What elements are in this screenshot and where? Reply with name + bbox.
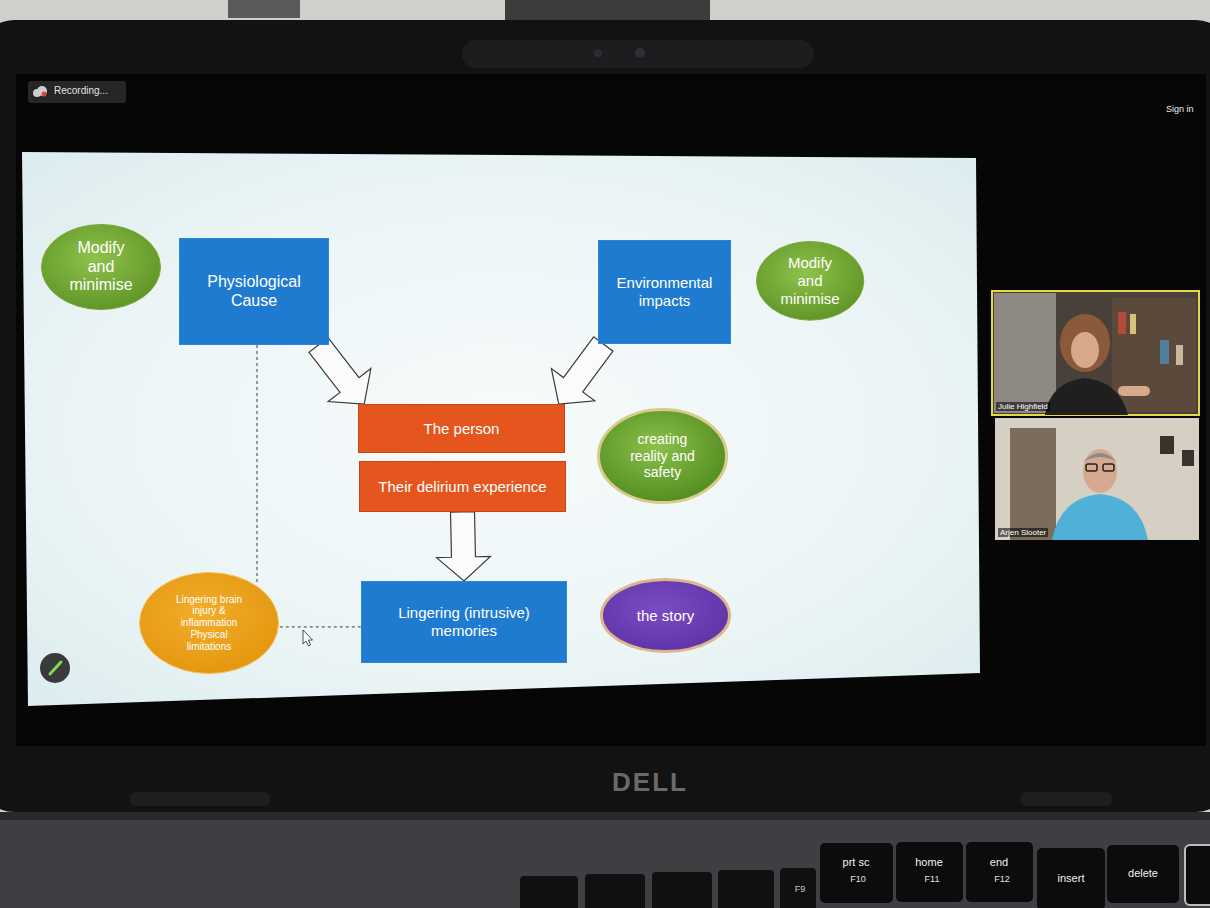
picture-frame	[1160, 436, 1174, 454]
participant-name: Julie Highfield	[996, 402, 1050, 411]
key	[780, 868, 816, 908]
brand-logo: DELL	[612, 768, 688, 798]
book	[1160, 340, 1169, 364]
ellipse-node: Lingering brain injury & inflammation Ph…	[138, 571, 280, 675]
person-face	[1083, 449, 1117, 493]
node-text: the story	[637, 607, 695, 625]
ellipse-node: Modify and minimise	[40, 223, 162, 311]
ellipse-outline	[140, 573, 279, 674]
person	[1052, 494, 1148, 540]
ellipse-node: the story	[600, 578, 731, 653]
camera-sensor	[594, 49, 602, 57]
slide	[22, 152, 980, 706]
key-label: F9	[795, 884, 806, 894]
glasses	[1103, 464, 1114, 471]
sign-in-link: Sign in	[1166, 104, 1194, 114]
ellipse-node: Modify and minimise	[755, 240, 865, 322]
picture-frame	[1182, 450, 1194, 466]
key	[820, 843, 893, 903]
camera-lens	[635, 48, 645, 58]
key	[966, 842, 1033, 902]
person-hand	[1118, 386, 1150, 396]
book	[1176, 345, 1183, 365]
key	[718, 870, 774, 908]
hinge	[0, 812, 1210, 820]
node-text: Lingering brain injury & inflammation Ph…	[167, 594, 251, 653]
background-object	[505, 0, 710, 22]
key-label: F12	[994, 874, 1010, 884]
process-box: Environmental impacts	[598, 240, 731, 344]
node-text: creating reality and safety	[622, 431, 704, 481]
ellipse-outline	[602, 580, 730, 652]
camera-bar	[462, 40, 814, 68]
mouse-cursor	[303, 630, 313, 646]
key-label: prt sc	[843, 856, 870, 869]
ellipse-outline	[756, 242, 863, 321]
participant-name: Arjen Slooter	[998, 528, 1048, 537]
key-label: end	[990, 856, 1008, 869]
doorway	[1010, 428, 1056, 540]
key	[520, 876, 578, 908]
key	[1107, 845, 1179, 903]
ellipse-node: creating reality and safety	[597, 408, 728, 504]
pencil-button	[40, 653, 70, 683]
person-hair	[1060, 314, 1110, 372]
key-label: delete	[1128, 867, 1158, 880]
key	[1037, 848, 1105, 908]
block-arrow	[551, 337, 613, 404]
glasses	[1086, 464, 1097, 471]
key	[585, 874, 645, 908]
lid-bumper	[130, 792, 270, 806]
key	[896, 842, 963, 902]
node-text: The person	[424, 420, 500, 438]
key-label: home	[915, 856, 943, 869]
laptop-lid	[0, 20, 1210, 812]
power-key	[1185, 845, 1210, 905]
lid-bumper	[1020, 792, 1112, 806]
ellipse-outline	[42, 225, 161, 310]
video-tile	[992, 291, 1199, 415]
cloud-icon	[37, 86, 47, 96]
book	[1118, 312, 1126, 334]
video-tile	[995, 418, 1199, 540]
book	[1130, 314, 1136, 334]
node-text: Lingering (intrusive) memories	[377, 604, 552, 639]
node-text: Modify and minimise	[64, 239, 138, 296]
key-label: F10	[850, 874, 866, 884]
node-text: Environmental impacts	[607, 274, 722, 309]
person-face	[1071, 332, 1099, 368]
key-label: insert	[1058, 872, 1085, 885]
node-text: Modify and minimise	[775, 254, 845, 307]
process-box: Lingering (intrusive) memories	[361, 581, 567, 663]
recording-dot	[42, 92, 47, 97]
process-box: Physiological Cause	[179, 238, 329, 345]
bookshelf	[1112, 298, 1196, 412]
screen	[16, 74, 1206, 746]
key-label: F11	[925, 874, 940, 884]
person-hair	[1083, 453, 1117, 462]
background-object	[228, 0, 300, 18]
node-text: Physiological Cause	[189, 273, 319, 311]
ellipse-outline	[599, 410, 727, 503]
pencil-icon	[50, 662, 61, 674]
node-text: Their delirium experience	[378, 478, 546, 496]
dashed-connector	[256, 345, 257, 585]
tile-wall	[994, 293, 1056, 413]
block-arrow	[436, 512, 490, 581]
dashed-connector	[280, 626, 361, 627]
block-arrow	[309, 338, 371, 404]
process-box: Their delirium experience	[359, 461, 566, 512]
person	[1045, 378, 1128, 415]
recording-status: Recording...	[54, 85, 108, 97]
process-box: The person	[358, 404, 565, 453]
recording-badge	[28, 81, 126, 103]
key	[652, 872, 712, 908]
